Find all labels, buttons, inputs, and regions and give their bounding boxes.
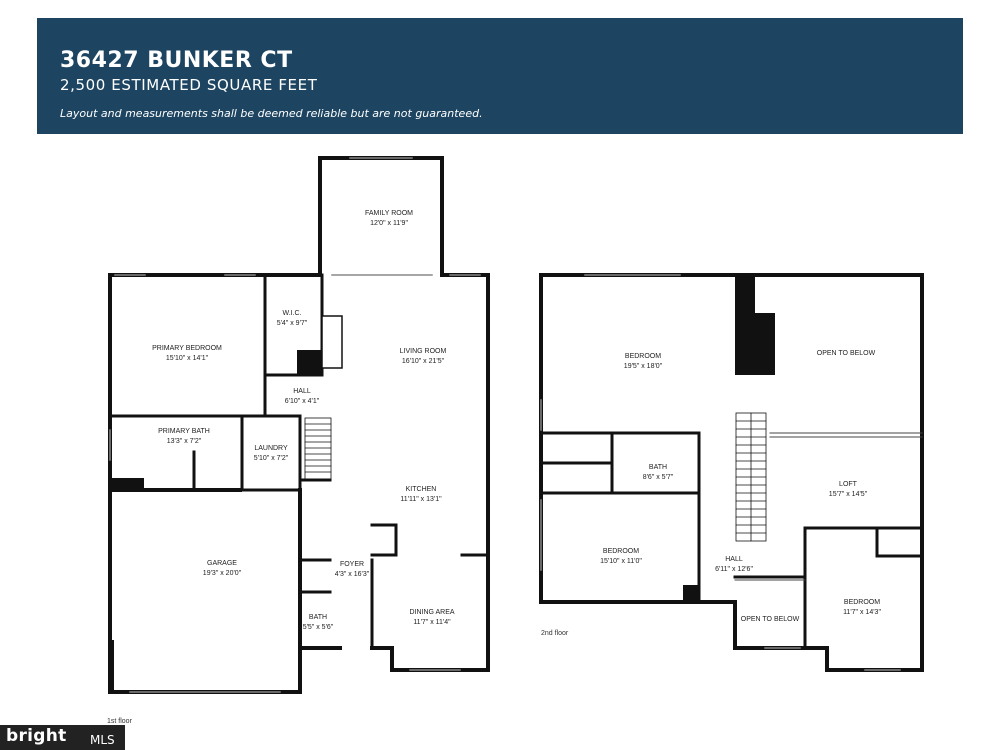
bright-mls-logo: bright MLS — [0, 725, 125, 750]
room-dims: 5'10" x 7'2" — [254, 455, 289, 462]
room-dims: 19'5" x 18'0" — [624, 363, 663, 370]
room-dims: 6'10" x 4'1" — [285, 398, 320, 405]
room-dims: 15'7" x 14'5" — [829, 491, 868, 498]
room-name: PRIMARY BEDROOM — [152, 345, 222, 352]
room-dims: 5'5" x 5'6" — [303, 624, 334, 631]
room-name: BEDROOM — [603, 548, 639, 555]
second-floor-plan — [539, 273, 924, 672]
room-dims: 11'7" x 14'3" — [843, 609, 881, 616]
room-dims: 19'3" x 20'0" — [203, 570, 242, 577]
room-name: OPEN TO BELOW — [817, 350, 876, 357]
first-floor-plan — [108, 156, 490, 694]
square-footage: 2,500 ESTIMATED SQUARE FEET — [60, 76, 318, 94]
room-name: BATH — [649, 464, 667, 471]
room-name: GARAGE — [207, 560, 237, 567]
logo-bright-text: bright — [6, 726, 67, 746]
room-name: HALL — [293, 388, 311, 395]
room-dims: 13'3" x 7'2" — [167, 438, 202, 445]
room-dims: 6'11" x 12'6" — [715, 566, 753, 573]
room-name: PRIMARY BATH — [158, 428, 210, 435]
room-dims: 8'6" x 5'7" — [643, 474, 674, 481]
room-name: BEDROOM — [625, 353, 661, 360]
room-name: W.I.C. — [282, 310, 301, 317]
room-dims: 16'10" x 21'5" — [402, 358, 445, 365]
header-banner: 36427 BUNKER CT 2,500 ESTIMATED SQUARE F… — [37, 18, 963, 134]
disclaimer: Layout and measurements shall be deemed … — [60, 107, 483, 120]
room-dims: 15'10" x 14'1" — [166, 355, 209, 362]
room-name: OPEN TO BELOW — [741, 616, 800, 623]
room-dims: 4'3" x 16'3" — [335, 571, 370, 578]
room-name: LAUNDRY — [254, 445, 288, 452]
room-dims: 12'0" x 11'9" — [370, 220, 408, 227]
room-name: BEDROOM — [844, 599, 880, 606]
floor-label: 1st floor — [107, 718, 133, 725]
room-dims: 15'10" x 11'0" — [600, 558, 642, 565]
room-name: FOYER — [340, 561, 364, 568]
second-floor-labels: BEDROOM 19'5" x 18'0" OPEN TO BELOW BATH… — [541, 350, 881, 637]
room-name: DINING AREA — [409, 609, 454, 616]
room-name: LOFT — [839, 481, 858, 488]
room-dims: 5'4" x 9'7" — [277, 320, 308, 327]
room-name: LIVING ROOM — [400, 348, 447, 355]
floor-label: 2nd floor — [541, 630, 569, 637]
room-name: BATH — [309, 614, 327, 621]
room-name: KITCHEN — [406, 486, 437, 493]
first-floor-labels: FAMILY ROOM 12'0" x 11'9" PRIMARY BEDROO… — [107, 210, 455, 725]
room-dims: 11'7" x 11'4" — [413, 619, 451, 626]
room-name: HALL — [725, 556, 743, 563]
room-dims: 11'11" x 13'1" — [400, 496, 442, 503]
property-address: 36427 BUNKER CT — [60, 48, 293, 73]
room-name: FAMILY ROOM — [365, 210, 413, 217]
logo-mls-text: MLS — [90, 733, 115, 747]
